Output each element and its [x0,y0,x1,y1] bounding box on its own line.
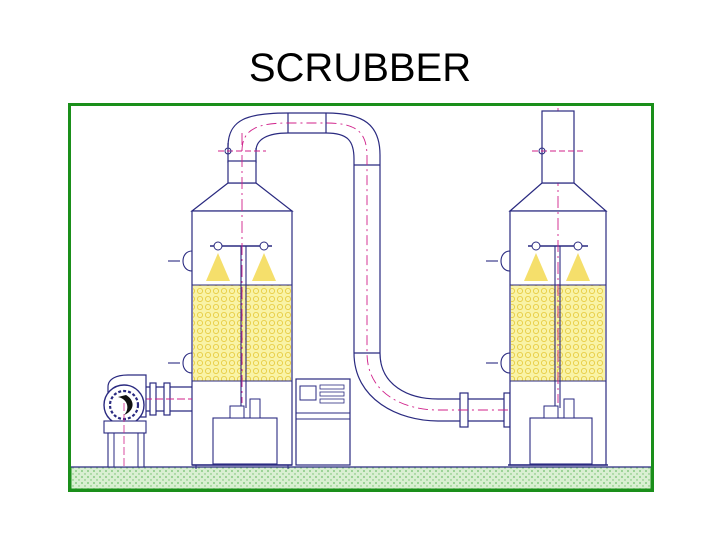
scrubber-tower-2 [486,108,608,466]
scrubber-drawing [68,103,654,492]
inlet-duct [144,382,192,416]
blower [103,374,147,469]
ground-slab [70,466,652,490]
exhaust-stack [532,110,584,184]
slide-title: SCRUBBER [248,46,472,90]
control-panel [295,378,351,466]
scrubber-tower-1 [168,133,294,469]
